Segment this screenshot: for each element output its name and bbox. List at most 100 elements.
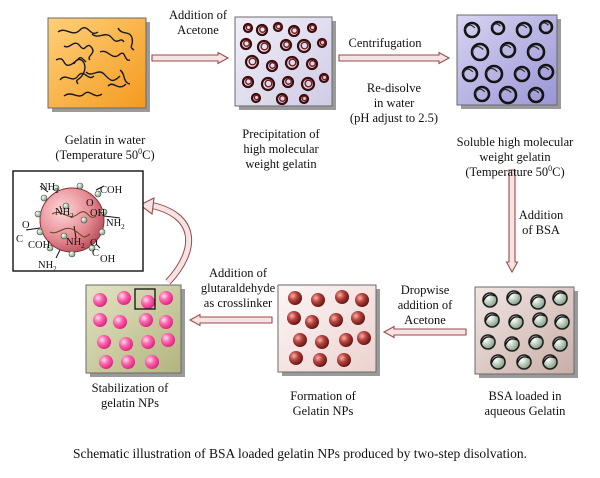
- zoom-oh-mid: OH: [90, 208, 106, 219]
- gelatin-np: [315, 335, 329, 349]
- gelatin-strand: [117, 27, 135, 51]
- bsa-loaded-coil-tail: [482, 294, 496, 303]
- precipitate-particle: [306, 22, 318, 34]
- zoom-bond: [25, 227, 41, 231]
- gelatin-np: [287, 311, 301, 325]
- gelatin-np: [357, 331, 371, 345]
- zoom-c-lower: C: [92, 248, 100, 259]
- precipitate-particle: [300, 76, 316, 92]
- box-gelatin-in-water: [47, 17, 147, 109]
- zoom-bead: [88, 244, 96, 252]
- precipitate-particle-inner: [275, 23, 282, 30]
- zoom-bead: [46, 244, 54, 252]
- zoom-bead: [76, 182, 84, 190]
- zoom-nh2-inner: NH2: [55, 207, 74, 221]
- stabilized-np: [121, 355, 135, 369]
- label-precipitation: Precipitation of high molecular weight g…: [242, 127, 320, 171]
- soluble-gelatin-coil-tail: [516, 24, 528, 31]
- zoom-bond: [55, 249, 61, 259]
- precipitate-particle: [244, 54, 260, 70]
- precipitate-particle-inner: [319, 39, 326, 46]
- zoom-bond: [73, 225, 77, 239]
- arrow-dropwise-acetone: [382, 325, 467, 339]
- label-bsa-loaded: BSA loaded in aqueous Gelatin: [484, 389, 566, 418]
- precipitate-particle: [318, 72, 330, 84]
- precipitate-particle: [316, 37, 328, 49]
- stabilized-np: [139, 313, 153, 327]
- bsa-loaded-coil-tail: [508, 316, 522, 325]
- zoom-o-lower: O: [90, 238, 98, 249]
- gelatin-np: [335, 290, 349, 304]
- zoom-bond: [39, 185, 49, 193]
- step-glutaraldehyde: Addition of glutaraldehyde as crosslinke…: [200, 266, 276, 310]
- soluble-gelatin-coil-tail: [485, 67, 498, 75]
- soluble-gelatin-coil-tail: [464, 24, 476, 31]
- precipitate-particle-inner: [288, 58, 297, 67]
- zoom-nh2-lower: NH2: [38, 260, 57, 274]
- stabilized-np: [141, 295, 155, 309]
- arrow-acetone: [151, 51, 230, 65]
- zoom-o-left: O: [22, 220, 30, 231]
- soluble-gelatin-coil-tail: [499, 88, 512, 96]
- zoom-bead: [36, 228, 44, 236]
- bsa-loaded-coil-tail: [552, 292, 566, 301]
- gelatin-strand: [85, 71, 121, 82]
- stabilized-np: [161, 333, 175, 347]
- precipitate-particle: [279, 38, 293, 52]
- soluble-gelatin-coil-tail: [500, 44, 512, 51]
- zoom-bond: [59, 205, 63, 213]
- precipitate-particle: [239, 37, 253, 51]
- precipitate-particle-inner: [321, 74, 328, 81]
- precipitate-particle: [305, 57, 319, 71]
- precipitate-particle: [255, 23, 269, 37]
- precipitate-particle-inner: [264, 79, 273, 88]
- label-stabilization: Stabilization of gelatin NPs: [91, 381, 169, 410]
- precipitate-particle-inner: [283, 41, 290, 48]
- zoom-bond: [95, 243, 101, 249]
- zoom-nh2-right: NH2: [106, 218, 125, 232]
- stabilized-np: [159, 291, 173, 305]
- precipitate-particle: [242, 22, 254, 34]
- gelatin-np: [289, 351, 303, 365]
- precipitate-particle-inner: [245, 78, 252, 85]
- soluble-gelatin-coil-tail: [514, 68, 526, 75]
- precipitate-particle-inner: [259, 26, 266, 33]
- stabilized-np: [97, 335, 111, 349]
- soluble-gelatin-coil-tail: [474, 88, 486, 95]
- zoom-selection-square: [134, 288, 156, 310]
- figure-caption: Schematic illustration of BSA loaded gel…: [72, 446, 528, 461]
- bsa-loaded-coil-tail: [542, 356, 556, 365]
- stabilized-np: [141, 335, 155, 349]
- zoom-bead: [98, 228, 106, 236]
- zoom-bead: [62, 202, 70, 210]
- precipitate-particle: [296, 38, 312, 54]
- gelatin-strand: [57, 27, 99, 35]
- precipitate-particle: [256, 39, 272, 55]
- bsa-loaded-coil-tail: [552, 338, 566, 347]
- label-soluble-gelatin: Soluble high molecular weight gelatin (T…: [456, 135, 574, 179]
- bsa-loaded-coil-tail: [528, 336, 542, 345]
- stabilized-np: [99, 355, 113, 369]
- soluble-gelatin-coil-tail: [538, 66, 550, 73]
- precipitate-particle: [287, 24, 301, 38]
- gelatin-strand: [63, 42, 94, 61]
- precipitate-particle: [272, 21, 284, 33]
- stabilized-np: [117, 291, 131, 305]
- precipitate-particle-inner: [291, 27, 298, 34]
- precipitate-particle-inner: [285, 78, 292, 85]
- precipitate-particle-inner: [248, 57, 257, 66]
- gelatin-np: [288, 291, 302, 305]
- zoom-bead: [52, 184, 60, 192]
- bsa-loaded-coil-tail: [484, 314, 498, 323]
- curved-arrow-head: [138, 197, 155, 216]
- gelatin-np: [355, 293, 369, 307]
- stabilized-np: [93, 313, 107, 327]
- gelatin-np: [293, 333, 307, 347]
- gelatin-strand: [99, 50, 131, 61]
- zoom-inner-strand: [51, 211, 97, 218]
- arrow-addition-bsa: [505, 169, 519, 274]
- step-dropwise-acetone: Dropwise addition of Acetone: [397, 283, 453, 327]
- gelatin-strand: [63, 91, 103, 97]
